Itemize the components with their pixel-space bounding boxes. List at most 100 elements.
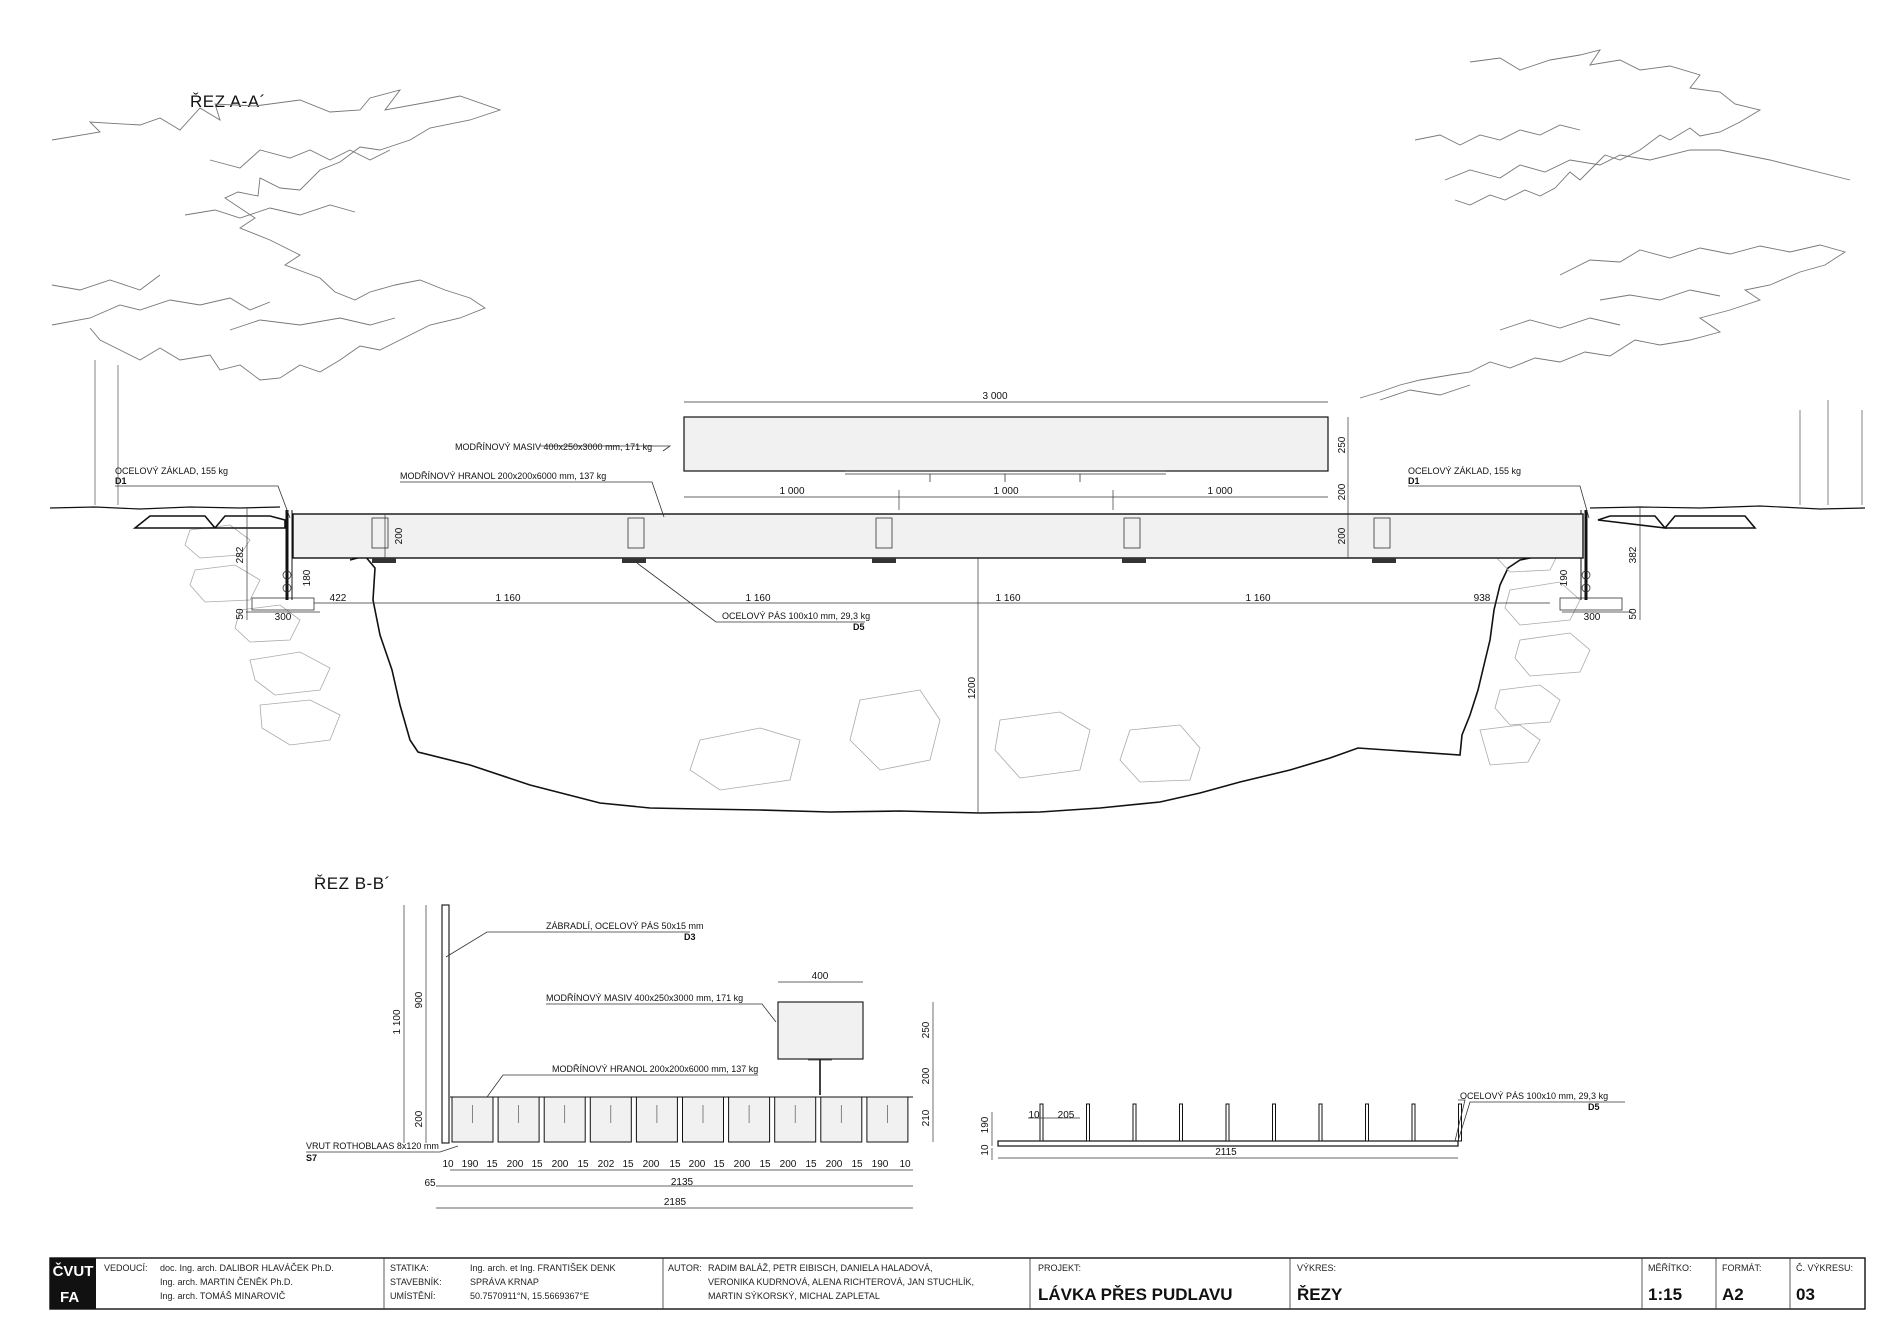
tb-format-label: FORMÁT: xyxy=(1722,1263,1762,1273)
dim-h-200-top: 200 xyxy=(1337,483,1348,500)
steel-foundation-left xyxy=(251,510,315,611)
dim-left-300: 300 xyxy=(275,612,292,623)
dim-b-r200: 200 xyxy=(921,1067,932,1084)
dim-left-180: 180 xyxy=(302,569,313,586)
dim-left-282: 282 xyxy=(235,546,246,563)
dim-top-2: 1 000 xyxy=(993,486,1018,497)
dim-row-value: 202 xyxy=(598,1159,615,1170)
ground-cap-right xyxy=(1597,515,1757,530)
section-b: ŘEZ B-B´ 1 100 900 200 400 250 200 210 Z… xyxy=(306,874,1625,1209)
main-beam-hranol xyxy=(292,513,1584,559)
left-tree-silhouette xyxy=(51,89,502,505)
dim-top-1: 1 000 xyxy=(779,486,804,497)
dim-row-value: 200 xyxy=(689,1159,706,1170)
dim-s-2115: 2115 xyxy=(1215,1147,1237,1158)
dim-row-value: 200 xyxy=(552,1159,569,1170)
label-hranol-a: MODŘÍNOVÝ HRANOL 200x200x6000 mm, 137 kg xyxy=(400,471,606,481)
dim-row-value: 10 xyxy=(442,1159,454,1170)
logo-cvut: ČVUT xyxy=(53,1262,94,1280)
bench-masiv xyxy=(683,416,1329,472)
dim-bot-1: 1 160 xyxy=(495,593,520,604)
section-b-title: ŘEZ B-B´ xyxy=(314,874,391,893)
tb-statika-label: STATIKA: xyxy=(390,1263,429,1273)
tb-format: A2 xyxy=(1722,1285,1744,1304)
dim-b-2135: 2135 xyxy=(671,1177,694,1188)
label-zaklad-right-code: D1 xyxy=(1408,476,1420,486)
dim-row-value: 15 xyxy=(805,1159,817,1170)
dim-s-10a: 10 xyxy=(1028,1110,1040,1121)
tb-umisteni: 50.7570911°N, 15.5669367°E xyxy=(470,1291,589,1301)
tb-statika: Ing. arch. et Ing. FRANTIŠEK DENK xyxy=(470,1263,616,1273)
dim-b-2185: 2185 xyxy=(664,1197,687,1208)
comb-tooth xyxy=(1179,1103,1183,1142)
label-zaklad-left-code: D1 xyxy=(115,476,127,486)
dim-b-250: 250 xyxy=(921,1021,932,1038)
tb-stavebnik: SPRÁVA KRNAP xyxy=(470,1277,539,1287)
dim-top-total: 3 000 xyxy=(982,391,1007,402)
dim-row-value: 10 xyxy=(899,1159,911,1170)
dim-right-50: 50 xyxy=(1628,608,1639,620)
tb-vykres: ŘEZY xyxy=(1297,1285,1343,1304)
steel-strip-comb xyxy=(991,1099,1625,1160)
label-vrut-code: S7 xyxy=(306,1153,317,1163)
section-a-title: ŘEZ A-A´ xyxy=(190,92,266,111)
label-vrut: VRUT ROTHOBLAAS 8x120 mm xyxy=(306,1141,439,1151)
comb-tooth xyxy=(1039,1103,1044,1142)
dim-h-200-left: 200 xyxy=(394,527,405,544)
dim-row-value: 200 xyxy=(734,1159,751,1170)
dim-b-400: 400 xyxy=(812,971,829,982)
dim-s-205: 205 xyxy=(1058,1110,1075,1121)
tb-vykres-label: VÝKRES: xyxy=(1297,1263,1336,1273)
railing-post xyxy=(441,904,450,1144)
section-a: ŘEZ A-A´ xyxy=(49,49,1866,814)
logo-fa: FA xyxy=(60,1289,79,1306)
tb-vedouci-2: Ing. arch. MARTIN ČENĚK Ph.D. xyxy=(160,1277,293,1287)
dim-h-200-right: 200 xyxy=(1337,527,1348,544)
dim-s-190: 190 xyxy=(980,1116,991,1133)
label-zaklad-right: OCELOVÝ ZÁKLAD, 155 kg xyxy=(1408,466,1521,476)
deck-beam xyxy=(589,1096,632,1143)
ravine-profile xyxy=(349,555,1541,814)
comb-tooth xyxy=(1086,1103,1090,1142)
deck-beams xyxy=(451,1096,909,1143)
tb-vedouci-label: VEDOUCÍ: xyxy=(104,1263,148,1273)
dim-row-value: 200 xyxy=(643,1159,660,1170)
dim-row-value: 190 xyxy=(462,1159,479,1170)
leaders-a xyxy=(115,445,1590,623)
dim-row-value: 200 xyxy=(826,1159,843,1170)
beam-connectors xyxy=(371,517,1396,563)
label-hranol-b: MODŘÍNOVÝ HRANOL 200x200x6000 mm, 137 kg xyxy=(552,1064,758,1074)
ground-line-right xyxy=(1589,505,1866,510)
comb-tooth xyxy=(1411,1103,1416,1142)
tb-cislo: 03 xyxy=(1796,1285,1815,1304)
dim-row-value: 190 xyxy=(872,1159,889,1170)
dim-depth-1200: 1200 xyxy=(967,676,978,699)
right-tree-silhouette xyxy=(1359,49,1863,505)
dim-bot-3: 1 160 xyxy=(995,593,1020,604)
comb-tooth xyxy=(1458,1103,1462,1142)
label-pas-b-code: D5 xyxy=(1588,1102,1600,1112)
label-pas-a: OCELOVÝ PÁS 100x10 mm, 29,3 kg xyxy=(722,611,870,621)
label-pas-b: OCELOVÝ PÁS 100x10 mm, 29,3 kg xyxy=(1460,1091,1608,1101)
label-masiv-a: MODŘÍNOVÝ MASIV 400x250x3000 mm, 171 kg xyxy=(455,442,652,452)
tb-meritko-label: MĚŘÍTKO: xyxy=(1648,1263,1692,1273)
tb-vedouci-1: doc. Ing. arch. DALIBOR HLAVÁČEK Ph.D. xyxy=(160,1263,334,1273)
dim-row-value: 15 xyxy=(577,1159,589,1170)
dim-right-300: 300 xyxy=(1584,612,1601,623)
tb-meritko: 1:15 xyxy=(1648,1285,1682,1304)
tb-vedouci-3: Ing. arch. TOMÁŠ MINAROVIČ xyxy=(160,1291,286,1301)
ground-line-left xyxy=(49,506,281,510)
dim-b-200: 200 xyxy=(414,1110,425,1127)
dim-s-10b: 10 xyxy=(980,1144,991,1156)
dim-row-value: 15 xyxy=(531,1159,543,1170)
comb-tooth xyxy=(1318,1103,1323,1142)
label-pas-a-code: D5 xyxy=(853,622,865,632)
comb-tooth xyxy=(1132,1103,1137,1142)
dim-row-value: 15 xyxy=(713,1159,725,1170)
label-zaklad-left: OCELOVÝ ZÁKLAD, 155 kg xyxy=(115,466,228,476)
tb-umisteni-label: UMÍSTĚNÍ: xyxy=(390,1291,436,1301)
tb-cislo-label: Č. VÝKRESU: xyxy=(1796,1263,1853,1273)
dim-row-value: 15 xyxy=(486,1159,498,1170)
dim-bot-4: 1 160 xyxy=(1245,593,1270,604)
